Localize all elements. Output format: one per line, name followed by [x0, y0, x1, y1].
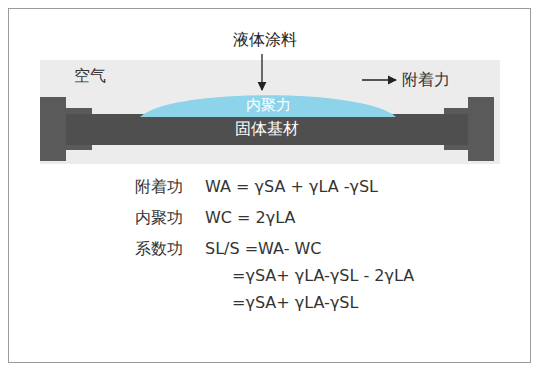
formula: =γSA+ γLA-γSL - 2γLA [232, 266, 414, 286]
pointer-arrow [261, 54, 262, 90]
formula: SL/S =WA- WC [205, 239, 322, 259]
air-band [40, 60, 500, 164]
formula: WA = γSA + γLA -γSL [205, 177, 378, 197]
region-label: 空气 [74, 66, 106, 86]
liquid-drop: 内聚力 [140, 86, 396, 117]
substrate-bar: 固体基材 [66, 114, 468, 145]
node-label: 固体基材 [235, 119, 299, 140]
formula: WC = 2γLA [205, 208, 295, 228]
force-label: 附着力 [402, 70, 450, 90]
callout-label: 液体涂料 [233, 30, 297, 50]
formula: =γSA+ γLA-γSL [232, 293, 358, 313]
frame [9, 9, 531, 363]
term-name: 系数功 [135, 239, 183, 259]
term-name: 附着功 [135, 177, 183, 197]
node-label: 内聚力 [246, 96, 291, 115]
drop-outline [140, 95, 396, 117]
term-name: 内聚功 [135, 208, 183, 228]
force-arrow [362, 79, 396, 80]
